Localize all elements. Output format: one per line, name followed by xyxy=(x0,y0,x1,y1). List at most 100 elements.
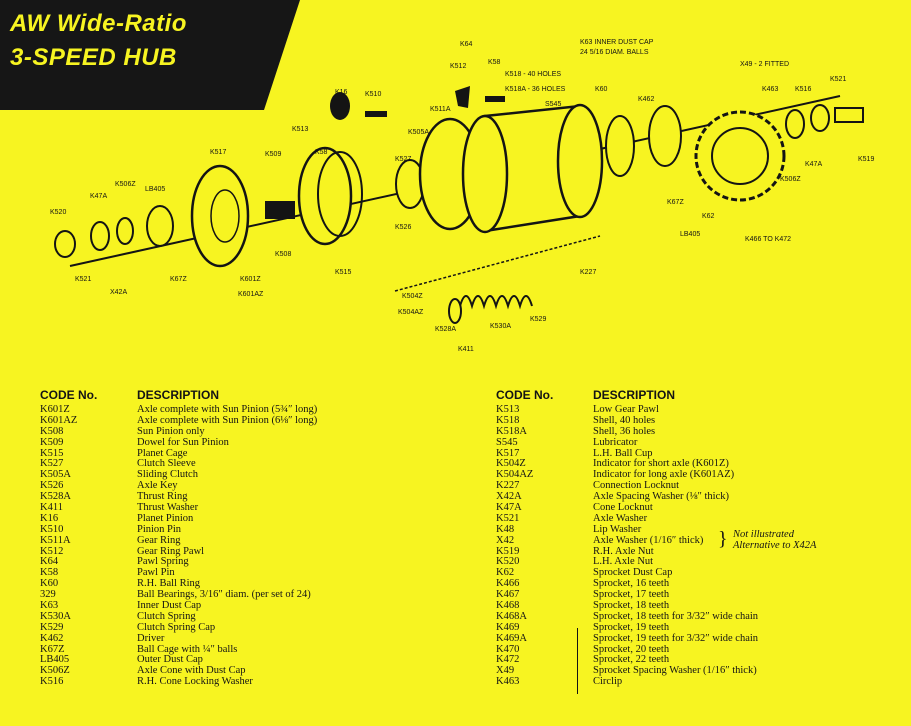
part-label: K509 xyxy=(265,151,281,158)
axle-end-right xyxy=(834,107,864,123)
part-code: K469 xyxy=(496,621,520,633)
part-description: Circlip xyxy=(593,676,623,688)
part-description: Low Gear Pawl xyxy=(593,404,659,415)
part-code: K472 xyxy=(496,654,520,666)
part-label: K506Z xyxy=(780,176,801,183)
part-description: Sprocket Dust Cap xyxy=(593,567,673,579)
part-description: Axle complete with Sun Pinion (5¾″ long) xyxy=(137,404,318,415)
part-description: Sun Pinion only xyxy=(137,425,205,437)
part-code: K505A xyxy=(40,469,71,481)
part-description: Shell, 40 holes xyxy=(593,414,656,426)
part-label: K58 xyxy=(315,149,328,156)
part-description: Connection Locknut xyxy=(593,480,680,492)
part-description: Shell, 36 holes xyxy=(593,425,656,437)
table-row: K63 Inner Dust Cap xyxy=(40,600,397,612)
part-code: K516 xyxy=(40,676,64,688)
part-description: Sprocket, 19 teeth for 3/32″ wide chain xyxy=(593,632,759,644)
part-label: K521 xyxy=(75,276,91,283)
title-banner: AW Wide-Ratio 3-SPEED HUB xyxy=(0,0,300,110)
cone-locknut-left xyxy=(90,221,110,251)
column-header-code: CODE No. xyxy=(496,388,554,402)
part-description: Cone Locknut xyxy=(593,502,653,514)
part-label: K601Z xyxy=(240,276,261,283)
sprocket xyxy=(694,110,786,202)
table-row: K519 R.H. Axle Nut xyxy=(496,545,823,558)
part-description: Axle Key xyxy=(137,480,178,492)
part-label: LB405 xyxy=(145,186,165,193)
part-code: K411 xyxy=(40,502,63,514)
part-label: K527 xyxy=(395,156,411,163)
part-description: Pawl Pin xyxy=(137,567,175,579)
axle-cone-left xyxy=(116,217,134,245)
part-label: S545 xyxy=(545,101,561,108)
part-code: K527 xyxy=(40,458,64,470)
part-label: K47A xyxy=(805,161,822,168)
part-description: Axle Spacing Washer (⅛″ thick) xyxy=(593,491,730,503)
sprocket-dust-cap xyxy=(711,127,769,185)
part-code: K67Z xyxy=(40,643,65,655)
part-description: Inner Dust Cap xyxy=(137,600,202,612)
part-description: Outer Dust Cap xyxy=(137,654,203,666)
part-code: K48 xyxy=(496,523,515,535)
sprocket-divider-line xyxy=(577,628,578,694)
title-line-2: 3-SPEED HUB xyxy=(10,44,177,71)
clutch-spring xyxy=(459,295,533,310)
part-description: R.H. Axle Nut xyxy=(593,545,654,557)
part-description: Gear Ring xyxy=(137,534,181,546)
sun-pinion xyxy=(265,201,295,219)
part-code: K63 xyxy=(40,600,59,612)
part-label: K466 TO K472 xyxy=(745,236,791,243)
part-code: K62 xyxy=(496,567,515,579)
rh-ball-ring xyxy=(605,115,635,177)
part-label: K411 xyxy=(458,346,474,353)
part-description: Sprocket, 19 teeth xyxy=(593,621,670,633)
driver xyxy=(648,105,682,167)
part-label: K513 xyxy=(292,126,308,133)
part-description: R.H. Ball Ring xyxy=(137,578,201,590)
part-code: K513 xyxy=(496,404,520,415)
part-label: K530A xyxy=(490,323,511,330)
table-row: K527 Clutch Sleeve xyxy=(40,459,397,470)
table-row: K67Z Ball Cage with ¼″ balls xyxy=(40,643,397,656)
part-code: K519 xyxy=(496,545,520,557)
part-label: K463 xyxy=(762,86,778,93)
part-code: K468A xyxy=(496,610,527,622)
part-code: K64 xyxy=(40,556,59,568)
axle-nut-left xyxy=(54,230,76,258)
part-code: K469A xyxy=(496,632,527,644)
part-code: K518A xyxy=(496,425,527,437)
part-code: K528A xyxy=(40,491,71,503)
part-description: Ball Cage with ¼″ balls xyxy=(137,643,238,655)
part-description: R.H. Cone Locking Washer xyxy=(137,676,253,688)
part-label: K58 xyxy=(488,59,501,66)
column-header-code: CODE No. xyxy=(40,388,98,402)
part-label: K529 xyxy=(530,316,546,323)
part-label: K528A xyxy=(435,326,456,333)
part-description: Clutch Sleeve xyxy=(137,458,196,470)
part-label: X42A xyxy=(110,289,127,296)
part-description: Gear Ring Pawl xyxy=(137,545,205,557)
part-label: K16 xyxy=(335,89,348,96)
part-code: X42 xyxy=(496,534,515,546)
